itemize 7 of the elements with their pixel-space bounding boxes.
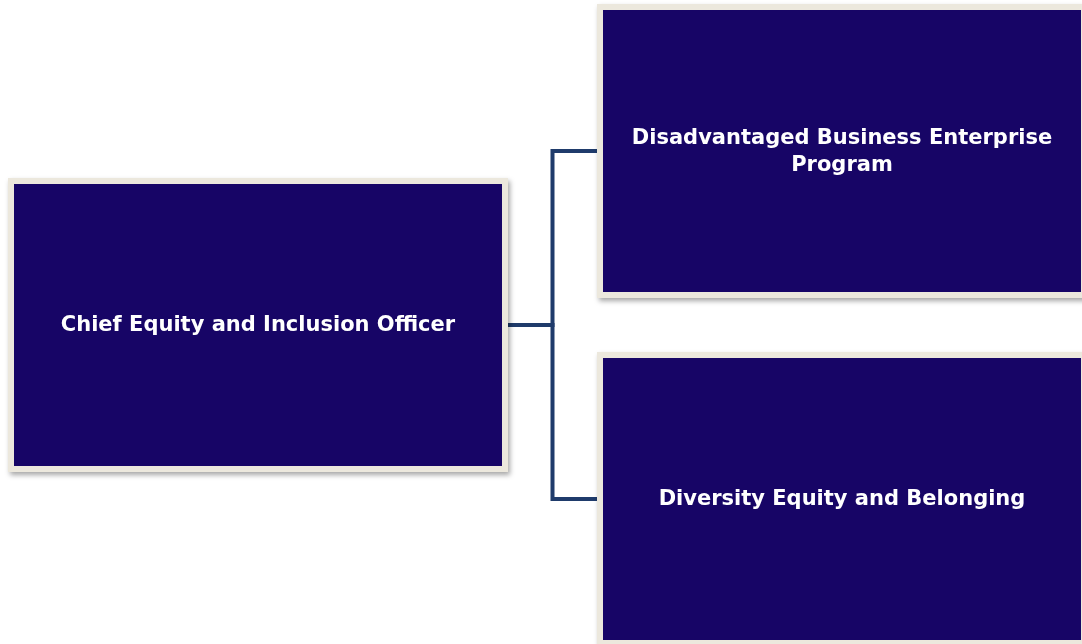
role-box — [597, 4, 1082, 298]
connector-line — [508, 323, 597, 501]
role-title: Disadvantaged Business Enterprise Program — [630, 123, 1054, 178]
role-box — [8, 178, 508, 472]
role-title: Diversity Equity and Belonging — [658, 485, 1026, 513]
role-box — [597, 352, 1082, 644]
role-title: Chief Equity and Inclusion Officer — [60, 311, 456, 339]
